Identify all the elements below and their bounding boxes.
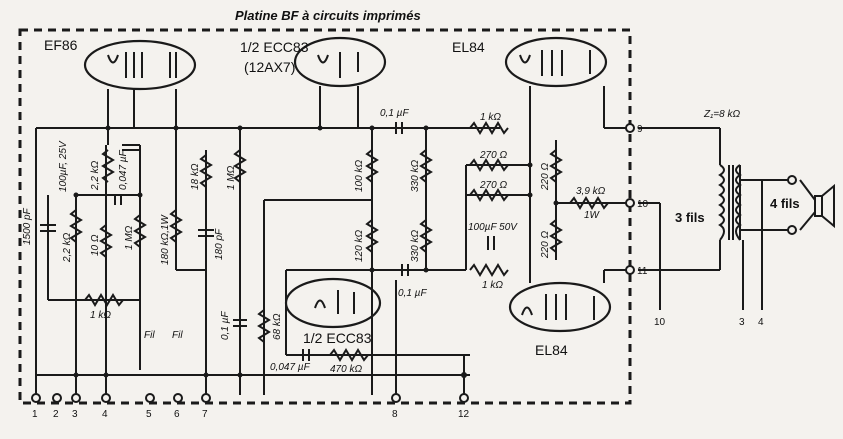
pin-3: 3	[72, 409, 78, 420]
label-r20: 220 Ω	[540, 231, 551, 259]
pin-12: 12	[458, 409, 470, 420]
ecc83-bottom-label: 1/2 ECC83	[303, 330, 372, 346]
ecc83-top-label: 1/2 ECC83	[240, 39, 309, 55]
label-four-wires: 4 fils	[770, 196, 800, 211]
label-r1: 2,2 kΩ	[90, 160, 101, 191]
pin-1: 1	[32, 409, 38, 420]
pin-11: 11	[637, 266, 648, 277]
label-fil1: Fil	[144, 330, 155, 341]
terminal-circles	[31, 123, 797, 403]
label-r2: 2,2 kΩ	[62, 232, 73, 263]
el84-top-label: EL84	[452, 39, 485, 55]
ecc83-bottom-tube-envelope	[284, 277, 382, 329]
ef86-tube-envelope	[83, 39, 197, 91]
junction-dots	[73, 125, 559, 378]
label-c9: 100µF 50V	[468, 222, 518, 233]
out-pin-4: 4	[758, 317, 764, 328]
pin-4: 4	[102, 409, 108, 420]
label-r15: 1 kΩ	[480, 112, 501, 123]
label-c4: 180 pF	[214, 228, 225, 260]
label-r11: 120 kΩ	[354, 230, 365, 262]
board-title: Platine BF à circuits imprimés	[235, 8, 421, 23]
label-r10: 330 kΩ	[410, 160, 421, 192]
board-outline	[18, 28, 632, 405]
label-three-wires: 3 fils	[675, 210, 705, 225]
label-r9: 100 kΩ	[354, 160, 365, 192]
pin-8: 8	[392, 409, 398, 420]
out-pin-3: 3	[739, 317, 745, 328]
label-c7: 0,1 µF	[398, 288, 427, 299]
speaker-icon	[814, 183, 835, 229]
ecc83-top-tube-envelope	[293, 36, 387, 88]
label-r16: 270 Ω	[479, 150, 507, 161]
label-impedance: Z₁=8 kΩ	[703, 109, 740, 120]
label-r19: 220 Ω	[540, 163, 551, 191]
resistor-symbols	[69, 121, 609, 362]
label-c1: 1500 pF	[22, 207, 33, 245]
label-c3: 0,047 µF	[118, 149, 129, 190]
output-transformer	[718, 164, 742, 241]
label-r12: 330 kΩ	[410, 230, 421, 262]
label-c2: 100µF, 25V	[58, 140, 69, 192]
ecc83-top-alt-label: (12AX7)	[244, 59, 295, 75]
label-r5: 180 kΩ,1W	[160, 214, 171, 265]
label-r7: 1 MΩ	[226, 165, 237, 190]
label-r6: 18 kΩ	[190, 163, 201, 190]
pin-6: 6	[174, 409, 180, 420]
label-r4: 1 MΩ	[124, 225, 135, 250]
pin-2: 2	[53, 409, 59, 420]
label-r13: 68 kΩ	[272, 313, 283, 340]
label-r17: 270 Ω	[479, 180, 507, 191]
pin-7: 7	[202, 409, 208, 420]
pin-10: 10	[637, 199, 649, 210]
out-pin-10: 10	[654, 317, 666, 328]
ef86-label: EF86	[44, 37, 78, 53]
label-r3: 10 Ω	[90, 234, 101, 256]
pin-9: 9	[637, 124, 643, 135]
label-r18: 1 kΩ	[482, 280, 503, 291]
pin-5: 5	[146, 409, 152, 420]
label-fil2: Fil	[172, 330, 183, 341]
el84-top-tube-envelope	[504, 36, 608, 88]
capacitor-symbols	[40, 122, 495, 361]
label-r21-watt: 1W	[584, 210, 601, 221]
label-r8: 1 kΩ	[90, 310, 111, 321]
circuit-wiring	[35, 86, 816, 395]
label-r21: 3,9 kΩ	[576, 186, 606, 197]
label-c6: 0,1 µF	[380, 108, 409, 119]
tube-internals	[107, 50, 595, 320]
el84-bottom-label: EL84	[535, 342, 568, 358]
el84-bottom-tube-envelope	[508, 281, 612, 333]
label-c5: 0,1 µF	[220, 311, 231, 340]
label-r14: 470 kΩ	[330, 364, 362, 375]
label-c8: 0,047 µF	[270, 362, 311, 373]
